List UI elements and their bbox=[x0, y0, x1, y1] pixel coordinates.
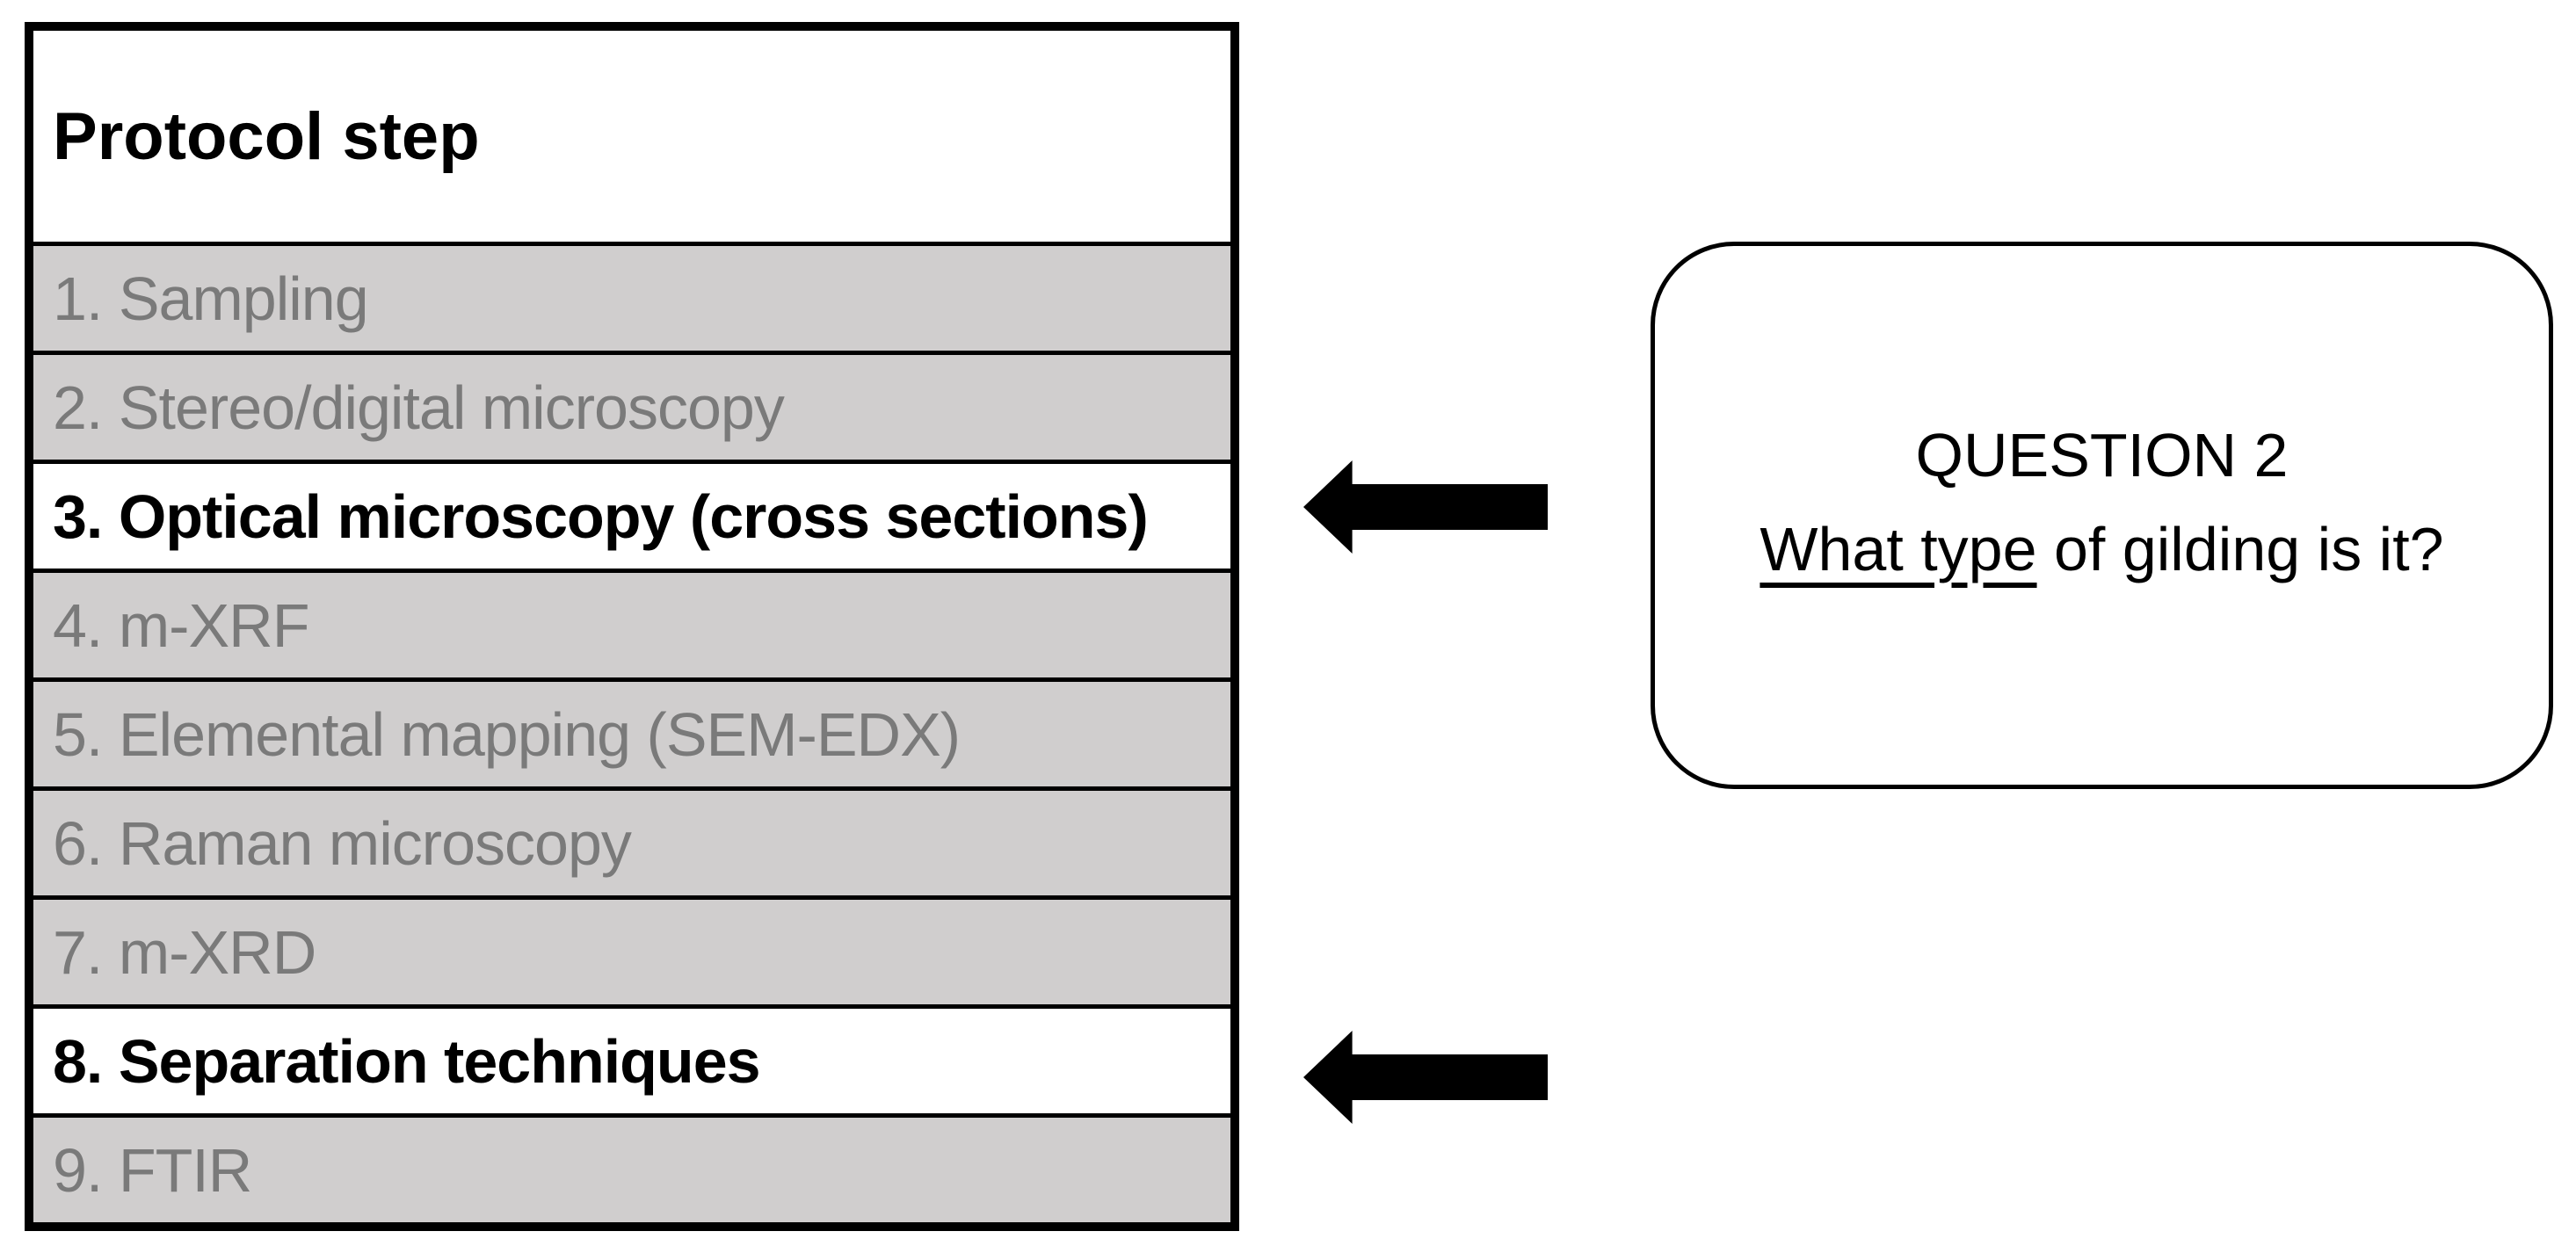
table-row: 4. m-XRF bbox=[33, 569, 1230, 677]
table-row-highlighted: 8. Separation techniques bbox=[33, 1004, 1230, 1113]
left-arrow-icon bbox=[1303, 460, 1548, 554]
callout-question-rest: of gilding is it? bbox=[2036, 514, 2444, 583]
table-row: 1. Sampling bbox=[33, 242, 1230, 351]
callout-question-underlined-part: What type bbox=[1760, 514, 2037, 583]
callout-question: What type of gilding is it? bbox=[1760, 503, 2443, 597]
table-row-highlighted: 3. Optical microscopy (cross sections) bbox=[33, 460, 1230, 569]
left-arrow-icon bbox=[1303, 1031, 1548, 1124]
callout-title: QUESTION 2 bbox=[1915, 420, 2289, 489]
table-row: 9. FTIR bbox=[33, 1113, 1230, 1222]
table-header-protocol-step: Protocol step bbox=[33, 31, 1230, 242]
protocol-step-table: Protocol step 1. Sampling 2. Stereo/digi… bbox=[25, 22, 1239, 1231]
table-row: 2. Stereo/digital microscopy bbox=[33, 351, 1230, 460]
question-callout-box: QUESTION 2 What type of gilding is it? bbox=[1651, 242, 2553, 789]
table-row: 5. Elemental mapping (SEM-EDX) bbox=[33, 677, 1230, 786]
table-row: 7. m-XRD bbox=[33, 895, 1230, 1004]
table-row: 6. Raman microscopy bbox=[33, 786, 1230, 895]
